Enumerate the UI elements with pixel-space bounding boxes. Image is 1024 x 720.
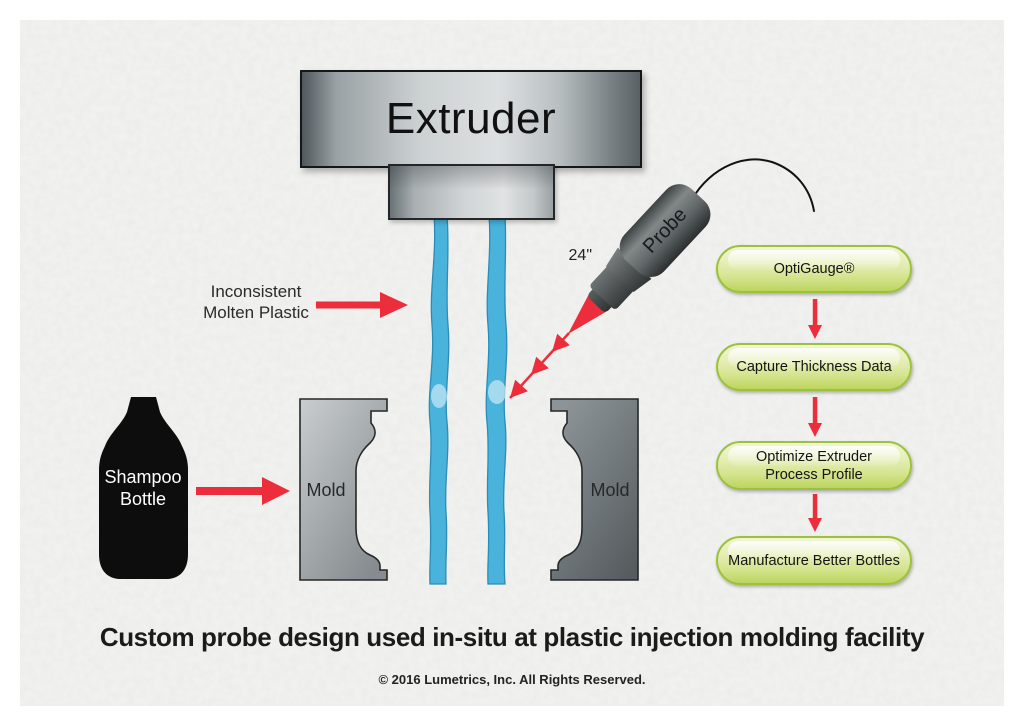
arrow-molten-plastic <box>316 292 408 318</box>
probe-distance-label: 24" <box>568 247 592 264</box>
molten-label-line2: Molten Plastic <box>203 303 309 322</box>
extruder-label: Extruder <box>385 94 557 143</box>
shampoo-bottle-label: Shampoo Bottle <box>93 466 193 510</box>
fiber-cable <box>688 158 815 212</box>
molten-stream-right <box>485 214 508 585</box>
molten-plastic-label: Inconsistent Molten Plastic <box>176 281 336 323</box>
mold-right-label: Mold <box>590 480 630 500</box>
mold-left-label: Mold <box>306 480 346 500</box>
probe-label: Probe <box>638 203 691 258</box>
flow-step-label: Manufacture Better Bottles <box>728 552 900 569</box>
molten-stream-left <box>428 214 450 585</box>
arrow-bottle-to-mold <box>196 477 290 505</box>
extruder-box: Extruder <box>300 70 642 168</box>
molten-label-line1: Inconsistent <box>210 282 302 301</box>
flow-arrow-3 <box>808 494 822 532</box>
flow-arrow-1 <box>808 299 822 339</box>
laser-glow-left <box>431 384 447 408</box>
flow-arrow-2 <box>808 397 822 437</box>
caption: Custom probe design used in-situ at plas… <box>99 622 925 652</box>
beam-arrowhead-icon <box>552 333 570 352</box>
beam-arrowhead-icon <box>531 356 549 375</box>
flow-step-label: Optimize Extruder Process Profile <box>755 448 873 483</box>
mold-left-shape <box>299 398 388 581</box>
copyright-notice: © 2016 Lumetrics, Inc. All Rights Reserv… <box>378 672 646 687</box>
flow-step-label: Capture Thickness Data <box>736 359 892 375</box>
flow-step-label: OptiGauge® <box>773 261 855 277</box>
mold-right-shape <box>550 398 639 581</box>
beam-arrowhead-icon <box>510 379 528 398</box>
laser-beam <box>509 292 609 399</box>
flow-step-capture-data: Capture Thickness Data <box>716 343 912 391</box>
flow-step-optigauge: OptiGauge® <box>716 245 912 293</box>
extruder-die-block <box>388 164 555 220</box>
bottle-label-line1: Shampoo <box>104 467 182 487</box>
flow-step-optimize-profile: Optimize Extruder Process Profile <box>716 441 912 490</box>
flow-step-better-bottles: Manufacture Better Bottles <box>716 536 912 585</box>
bottle-label-line2: Bottle <box>119 489 167 509</box>
laser-glow-right <box>488 380 506 404</box>
shampoo-bottle-silhouette <box>99 397 188 579</box>
